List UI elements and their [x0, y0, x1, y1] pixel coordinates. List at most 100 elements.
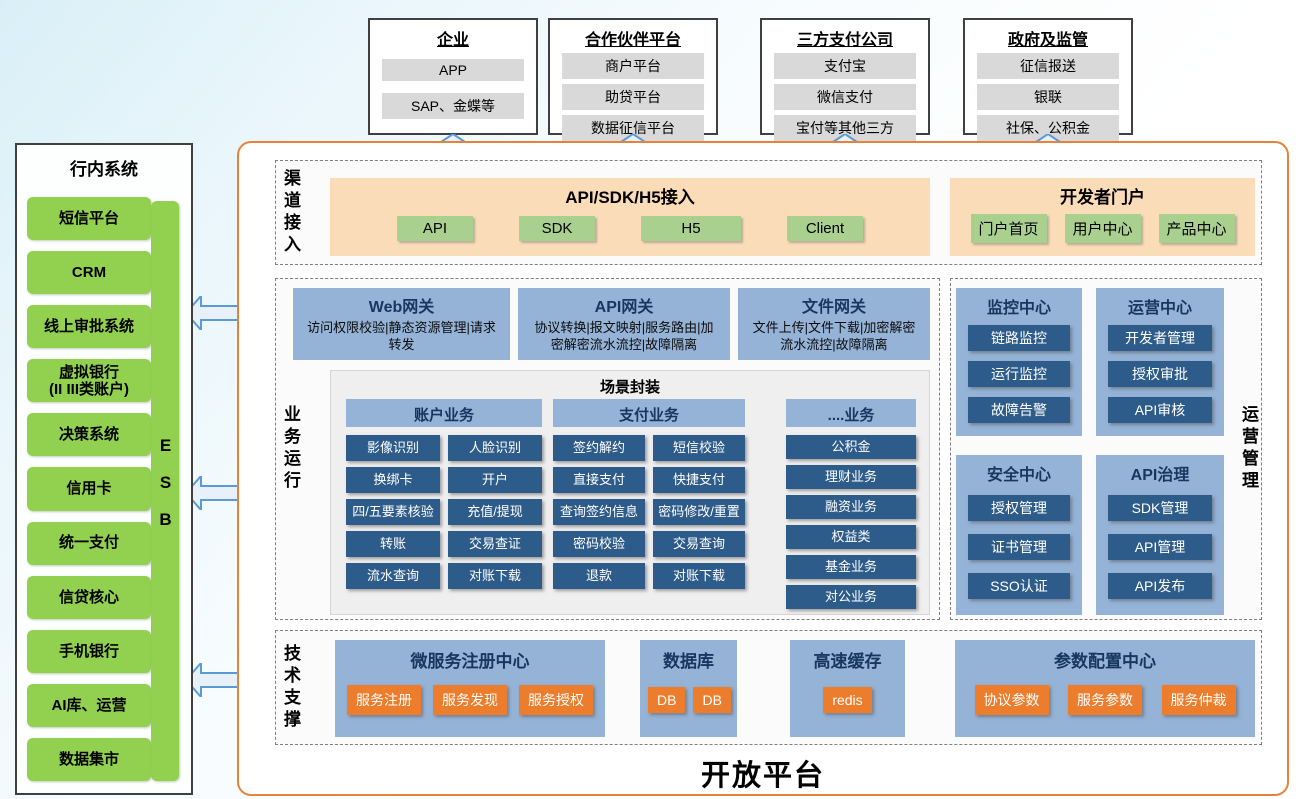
- other-business-list: 公积金 理财业务 融资业务 权益类 基金业务 对公业务: [786, 435, 916, 609]
- external-item-list: 支付宝 微信支付 宝付等其他三方: [774, 53, 916, 141]
- operation-center-title: 运营中心: [1127, 300, 1192, 317]
- parameter-config-box: 参数配置中心 协议参数 服务参数 服务仲裁: [955, 640, 1255, 737]
- file-gateway-desc: 文件上传|文件下载|加密解密流水流控|故障隔离: [752, 320, 916, 352]
- api-sdk-h5-access-box: API/SDK/H5接入 API SDK H5 Client: [330, 178, 930, 256]
- database-box: 数据库 DB DB: [640, 640, 737, 737]
- left-right-arrow-icon: [186, 663, 278, 697]
- web-gateway-title: Web网关: [368, 299, 435, 316]
- capability-chip: 权益类: [786, 525, 916, 549]
- cache-items: redis: [798, 672, 897, 727]
- web-gateway-desc: 访问权限校验|静态资源管理|请求转发: [307, 320, 496, 352]
- h5-chip: H5: [641, 215, 741, 241]
- external-group-title: 政府及监管: [1007, 32, 1088, 49]
- product-center-chip: 产品中心: [1158, 213, 1235, 243]
- external-item: 商户平台: [562, 53, 704, 79]
- tech-chip: 服务发现: [433, 684, 507, 715]
- scenario-encapsulation-title: 场景封装: [599, 379, 660, 396]
- database-title: 数据库: [663, 652, 714, 671]
- capability-chip: 快捷支付: [653, 467, 745, 493]
- cache-title: 高速缓存: [813, 652, 882, 671]
- portal-home-chip: 门户首页: [970, 213, 1047, 243]
- microservice-registry-title: 微服务注册中心: [410, 652, 530, 671]
- ops-chip: 证书管理: [968, 534, 1070, 560]
- capability-chip: 理财业务: [786, 465, 916, 489]
- payment-business-column: 支付业务 签约解约 短信校验 直接支付 快捷支付 查询签约信息 密码修改/重置 …: [553, 399, 745, 589]
- client-chip: Client: [787, 215, 863, 241]
- api-sdk-h5-access-title: API/SDK/H5接入: [565, 188, 695, 207]
- external-group-third-party-payment: 三方支付公司 支付宝 微信支付 宝付等其他三方: [760, 18, 930, 141]
- tech-chip: 服务仲裁: [1161, 684, 1236, 715]
- access-button-row: API SDK H5 Client: [338, 208, 922, 248]
- cache-box: 高速缓存 redis: [790, 640, 905, 737]
- system-item-unified-payment: 统一支付: [27, 521, 151, 565]
- external-item: APP: [382, 59, 524, 82]
- capability-chip: 签约解约: [553, 435, 645, 461]
- capability-chip: 交易查询: [653, 531, 745, 557]
- external-item: 支付宝: [774, 53, 916, 79]
- ops-chip: 开发者管理: [1108, 325, 1212, 351]
- capability-chip: 融资业务: [786, 495, 916, 519]
- external-item: 微信支付: [774, 84, 916, 110]
- ops-chip: API管理: [1108, 534, 1212, 560]
- capability-chip: 充值/提现: [448, 499, 542, 525]
- other-business-column: ....业务 公积金 理财业务 融资业务 权益类 基金业务 对公业务: [786, 399, 916, 609]
- external-group-government-regulation: 政府及监管 征信报送 银联 社保、公积金: [963, 18, 1133, 141]
- system-item-virtual-bank: 虚拟银行 (II III类账户): [27, 359, 151, 403]
- ops-chip: SDK管理: [1108, 495, 1212, 521]
- ops-chip: 故障告警: [968, 397, 1070, 423]
- database-items: DB DB: [648, 672, 731, 727]
- ops-chip: API发布: [1108, 573, 1212, 599]
- payment-business-grid: 签约解约 短信校验 直接支付 快捷支付 查询签约信息 密码修改/重置 密码校验 …: [553, 435, 745, 589]
- system-item-crm: CRM: [27, 251, 151, 295]
- left-right-arrow-icon: [186, 296, 278, 330]
- system-item-sms: 短信平台: [27, 197, 151, 241]
- capability-chip: 人脸识别: [448, 435, 542, 461]
- open-platform-title: 开放平台: [700, 760, 825, 792]
- external-group-partner-platform: 合作伙伴平台 商户平台 助贷平台 数据征信平台: [548, 18, 718, 141]
- file-gateway-box: 文件网关 文件上传|文件下载|加密解密流水流控|故障隔离: [738, 288, 930, 360]
- left-right-arrow-icon: [186, 476, 278, 510]
- account-business-header: 账户业务: [346, 399, 542, 427]
- external-item: SAP、金蝶等: [382, 92, 524, 119]
- capability-chip: 对账下载: [653, 563, 745, 589]
- payment-business-header: 支付业务: [553, 399, 745, 427]
- external-item-list: APP SAP、金蝶等: [382, 53, 524, 125]
- monitoring-center-items: 链路监控 运行监控 故障告警: [968, 322, 1070, 426]
- tech-chip: 服务授权: [519, 684, 593, 715]
- capability-chip: 公积金: [786, 435, 916, 459]
- capability-chip: 退款: [553, 563, 645, 589]
- operation-center-box: 运营中心 开发者管理 授权审批 API审核: [1096, 288, 1224, 436]
- other-business-header: ....业务: [786, 399, 916, 427]
- capability-chip: 直接支付: [553, 467, 645, 493]
- capability-chip: 流水查询: [346, 563, 440, 589]
- api-gateway-title: API网关: [594, 299, 654, 316]
- external-group-title: 企业: [436, 32, 469, 49]
- ops-chip: 授权管理: [968, 495, 1070, 521]
- system-item-ai-ops: AI库、运营: [27, 683, 151, 727]
- api-gateway-desc: 协议转换|报文映射|服务路由|加密解密流水流控|故障隔离: [534, 320, 714, 352]
- ops-chip: 运行监控: [968, 361, 1070, 387]
- ops-chip: 链路监控: [968, 325, 1070, 351]
- account-business-grid: 影像识别 人脸识别 换绑卡 开户 四/五要素核验 充值/提现 转账 交易查证 流…: [346, 435, 542, 589]
- api-chip: API: [397, 215, 473, 241]
- channel-access-label: 渠道接入: [281, 168, 300, 257]
- capability-chip: 开户: [448, 467, 542, 493]
- monitoring-center-box: 监控中心 链路监控 运行监控 故障告警: [956, 288, 1082, 436]
- external-group-title: 三方支付公司: [796, 32, 893, 49]
- security-center-title: 安全中心: [986, 467, 1051, 484]
- capability-chip: 基金业务: [786, 555, 916, 579]
- external-group-title: 合作伙伴平台: [584, 32, 681, 49]
- scenario-encapsulation-box: 场景封装 账户业务 影像识别 人脸识别 换绑卡 开户 四/五要素核验 充值/提现…: [330, 370, 930, 615]
- db-chip: DB: [693, 686, 731, 713]
- account-business-column: 账户业务 影像识别 人脸识别 换绑卡 开户 四/五要素核验 充值/提现 转账 交…: [346, 399, 542, 589]
- in-bank-system-list: 短信平台 CRM 线上审批系统 虚拟银行 (II III类账户) 决策系统 信用…: [27, 197, 151, 782]
- external-item: 征信报送: [977, 53, 1119, 79]
- api-gateway-box: API网关 协议转换|报文映射|服务路由|加密解密流水流控|故障隔离: [518, 288, 730, 360]
- system-item-online-approval: 线上审批系统: [27, 305, 151, 349]
- capability-chip: 四/五要素核验: [346, 499, 440, 525]
- esb-bus: ESB: [151, 201, 179, 781]
- tech-chip: 服务注册: [347, 684, 421, 715]
- external-item-list: 商户平台 助贷平台 数据征信平台: [562, 53, 704, 141]
- tech-chip: 协议参数: [974, 684, 1049, 715]
